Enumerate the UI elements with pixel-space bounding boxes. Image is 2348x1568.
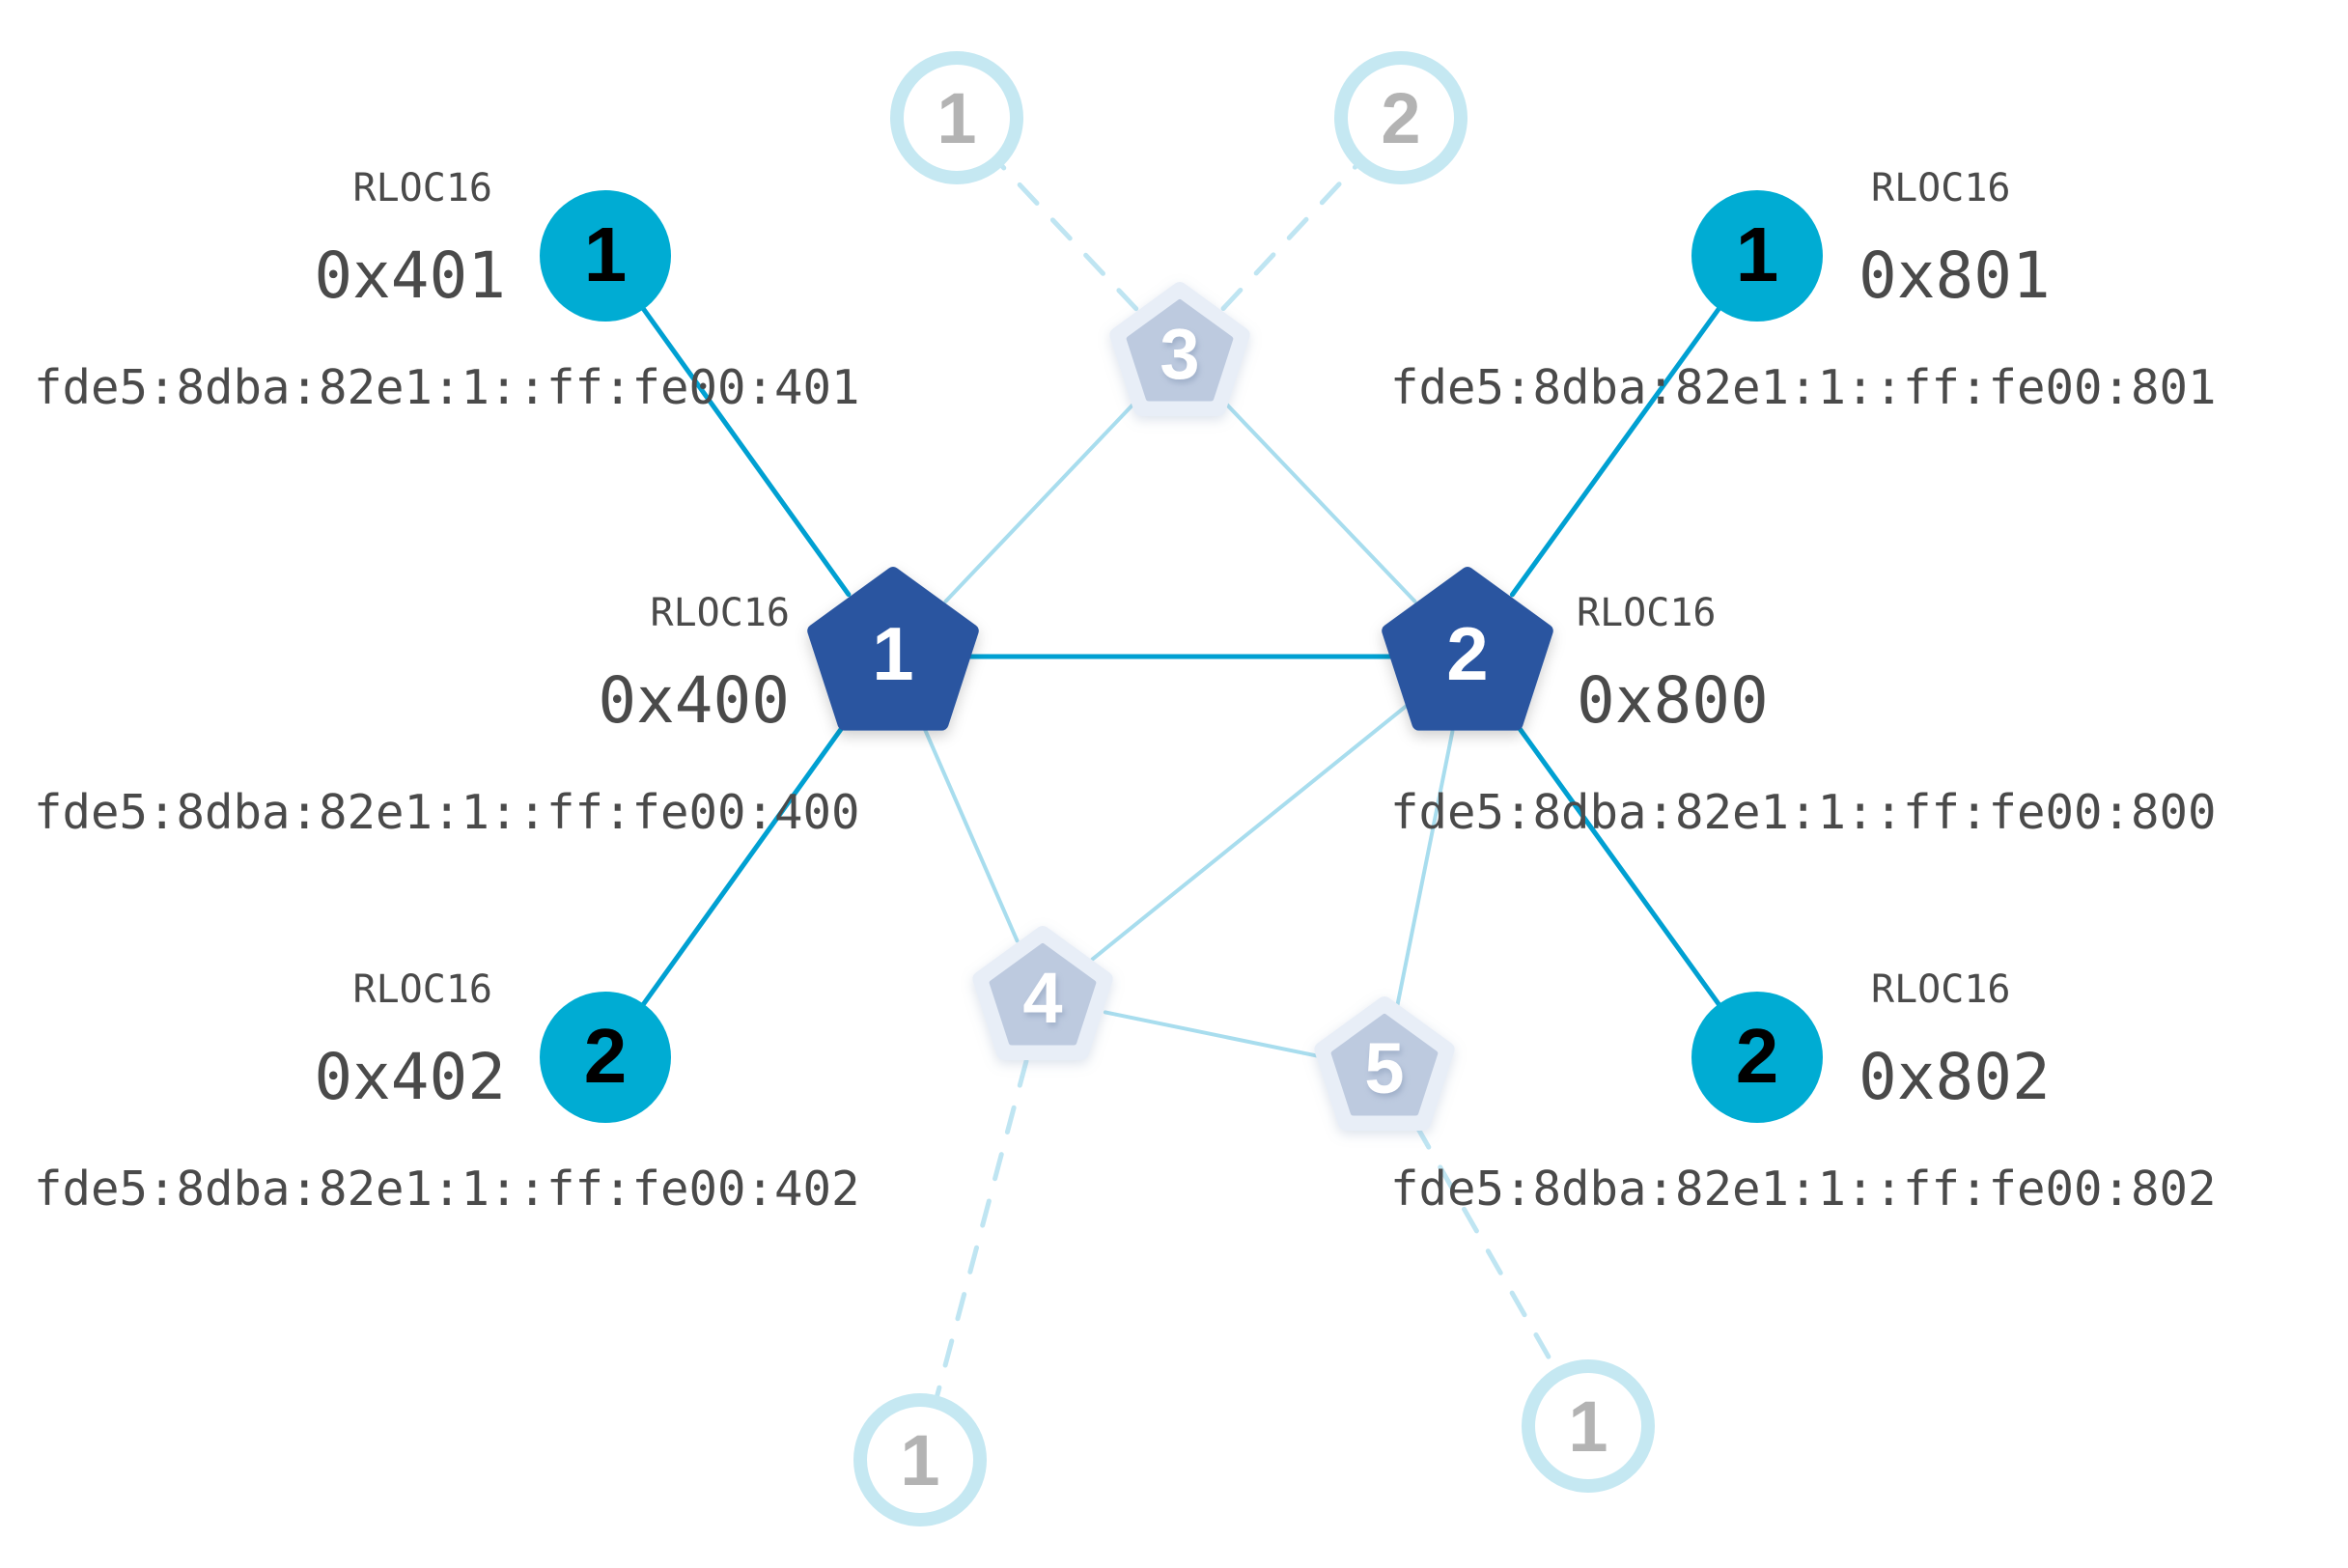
lbl-802-value: 0x802 [1859,1040,2051,1114]
child-circle-shape [540,190,671,322]
lbl-400-addr: fde5:8dba:82e1:1::ff:fe00:400 [34,785,860,840]
lbl-402-addr: fde5:8dba:82e1:1::ff:fe00:402 [34,1162,860,1217]
router-pentagon-shape [807,567,979,731]
lbl-400-value: 0x400 [598,663,790,738]
link-router-1-to-ghost-pent-3 [943,400,1138,603]
lbl-800-addr: fde5:8dba:82e1:1::ff:fe00:800 [1390,785,2217,840]
ghost-pentagon-number: 5 [1364,1028,1404,1108]
router-number: 2 [1446,611,1488,696]
ghost-pentagon-inner [989,943,1097,1046]
ghost-pentagon-inner [1126,299,1234,402]
ghost-pentagon-5[interactable]: 5 [1314,996,1455,1132]
child-node-0x402[interactable]: 2 [540,992,671,1123]
lbl-801-caption: RLOC16 [1871,166,2011,210]
ghost-circle-ghost-circle-bottom-left-1[interactable]: 1 [853,1393,987,1526]
ghost-circle-number: 1 [900,1420,939,1500]
link-ghost-pent-4-to-ghost-pent-5 [1103,1010,1325,1059]
child-node-0x401[interactable]: 1 [540,190,671,322]
ghost-circle-shape [853,1393,987,1526]
link-router-2-to-child-801 [1509,302,1724,598]
child-node-0x801[interactable]: 1 [1691,190,1823,322]
link-router-1-to-child-401 [638,302,852,598]
ghost-circle-shape [1522,1359,1655,1493]
child-number: 1 [1736,211,1779,297]
ghost-circle-ghost-circle-top-2[interactable]: 2 [1334,51,1468,184]
link-router-2-to-ghost-pent-5 [1395,729,1455,1010]
labels-layer: RLOC160x401fde5:8dba:82e1:1::ff:fe00:401… [34,166,2217,1217]
ghost-pentagon-inner [1330,1014,1439,1116]
ghost-circle-number: 2 [1381,78,1420,158]
link-router-1-to-child-402 [638,715,852,1011]
link-router-2-to-ghost-pent-3 [1221,399,1417,603]
router-node-0x400[interactable]: 1 [807,567,979,731]
link-ghost-pent-5-to-ghost-circle-bottom-right-1 [1413,1123,1561,1377]
ghost-circle-number: 1 [936,78,976,158]
child-number: 2 [584,1013,628,1099]
ghost-circle-shape [1334,51,1468,184]
ghost-circle-shape [890,51,1023,184]
ghost-pentagon-number: 3 [1160,314,1199,394]
link-ghost-pent-4-to-ghost-circle-bottom-left-1 [933,1058,1029,1404]
links-layer [638,159,1724,1404]
lbl-401-addr: fde5:8dba:82e1:1::ff:fe00:401 [34,360,860,415]
router-pentagon-shape [1382,567,1553,731]
child-number: 1 [584,211,628,297]
ghost-pentagon-4[interactable]: 4 [972,926,1113,1061]
lbl-800-value: 0x800 [1577,663,1769,738]
ghost-circle-ghost-circle-top-1[interactable]: 1 [890,51,1023,184]
lbl-801-value: 0x801 [1859,238,2051,313]
lbl-401-value: 0x401 [314,238,506,313]
router-node-0x800[interactable]: 2 [1382,567,1553,731]
ghost-circle-number: 1 [1568,1386,1607,1467]
link-router-2-to-child-802 [1509,715,1724,1011]
lbl-801-addr: fde5:8dba:82e1:1::ff:fe00:801 [1390,360,2217,415]
link-router-1-to-ghost-pent-4 [921,724,1020,943]
nodes-layer: 1 2 1 2 1 2 3 4 5 1 2 1 1 [540,51,1823,1526]
child-circle-shape [540,992,671,1123]
ghost-pentagon-3[interactable]: 3 [1109,282,1250,417]
link-router-2-to-ghost-pent-4 [1090,702,1411,962]
child-circle-shape [1691,190,1823,322]
lbl-401-caption: RLOC16 [353,166,493,210]
lbl-400-caption: RLOC16 [651,591,791,635]
ghost-pentagon-number: 4 [1022,958,1062,1038]
lbl-800-caption: RLOC16 [1577,591,1717,635]
child-node-0x802[interactable]: 2 [1691,992,1823,1123]
child-circle-shape [1691,992,1823,1123]
lbl-402-caption: RLOC16 [353,967,493,1012]
lbl-402-value: 0x402 [314,1040,506,1114]
router-number: 1 [872,611,913,696]
ghost-circle-ghost-circle-bottom-right-1[interactable]: 1 [1522,1359,1655,1493]
child-number: 2 [1736,1013,1779,1099]
link-ghost-pent-3-to-ghost-circle-top-1 [995,159,1139,312]
lbl-802-addr: fde5:8dba:82e1:1::ff:fe00:802 [1390,1162,2217,1217]
lbl-802-caption: RLOC16 [1871,967,2011,1012]
link-ghost-pent-3-to-ghost-circle-top-2 [1220,159,1362,311]
